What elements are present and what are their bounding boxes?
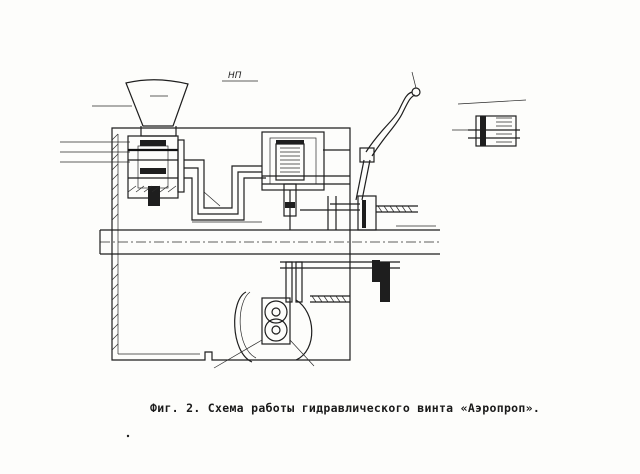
sheet-mark: НП xyxy=(228,71,242,81)
figure-caption: Фиг. 2. Схема работы гидравлического вин… xyxy=(150,401,540,415)
housing-hatching xyxy=(111,133,119,351)
control-cable xyxy=(355,71,421,201)
inset-detail xyxy=(452,99,527,147)
hub-leaders xyxy=(60,105,132,163)
stray-mark xyxy=(126,434,130,438)
oil-pump xyxy=(213,291,315,369)
main-shaft xyxy=(99,229,440,255)
right-gear-box xyxy=(357,195,436,231)
oil-channels xyxy=(184,159,266,223)
lower-gear-train xyxy=(280,260,400,303)
hub-piston-block xyxy=(127,135,185,206)
control-linkage xyxy=(300,149,360,230)
governor-assembly xyxy=(261,131,350,230)
main-housing xyxy=(111,127,351,361)
